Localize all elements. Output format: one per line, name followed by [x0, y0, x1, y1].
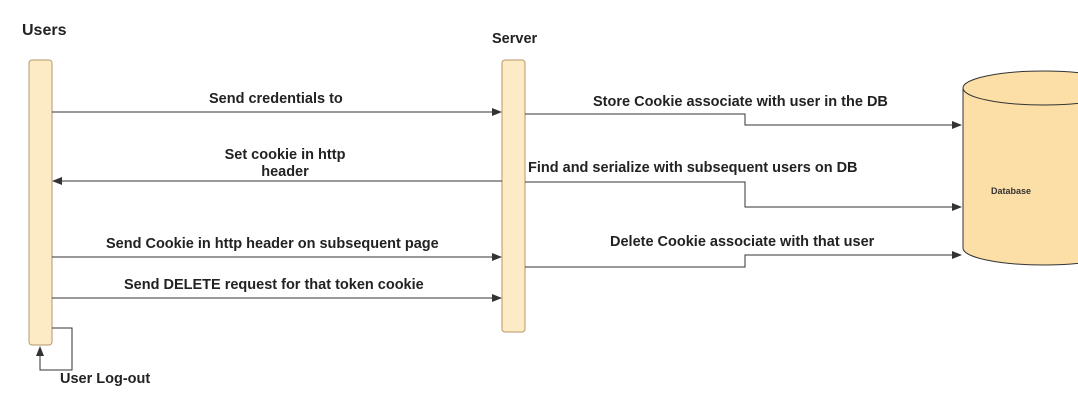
message-send-cookie: Send Cookie in http header on subsequent…	[106, 236, 439, 252]
message-send-delete: Send DELETE request for that token cooki…	[124, 277, 424, 293]
users-lifeline	[28, 59, 53, 346]
message-set-cookie-line1: Set cookie in http	[224, 147, 346, 163]
arrow-store-cookie	[525, 113, 962, 129]
server-lifeline	[501, 59, 526, 333]
message-find-serialize: Find and serialize with subsequent users…	[528, 160, 858, 176]
users-title: Users	[22, 22, 67, 39]
message-send-credentials: Send credentials to	[209, 91, 343, 107]
message-set-cookie-line2: header	[261, 164, 309, 180]
server-title: Server	[492, 31, 538, 47]
message-user-logout: User Log-out	[60, 371, 151, 387]
database-cylinder	[962, 70, 1078, 266]
arrow-delete-cookie	[525, 251, 962, 268]
message-delete-cookie: Delete Cookie associate with that user	[610, 234, 875, 250]
arrow-user-logout	[36, 327, 73, 371]
arrow-find-serialize	[525, 181, 962, 211]
message-set-cookie: Set cookie in http header	[205, 147, 365, 181]
message-store-cookie: Store Cookie associate with user in the …	[593, 94, 888, 110]
database-label: Database	[991, 186, 1032, 196]
